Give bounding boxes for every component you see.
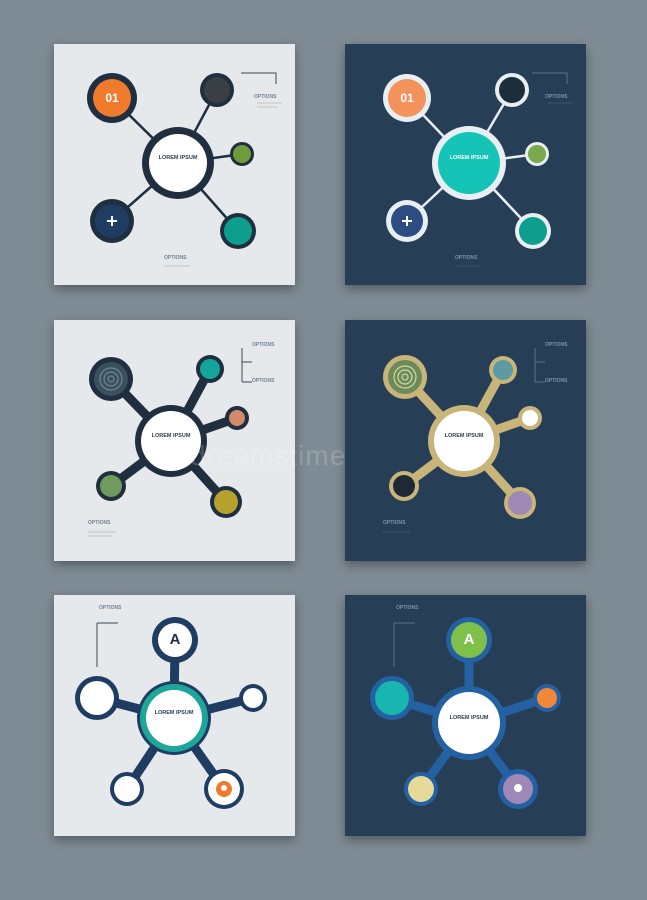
options-label-b: OPTIONS xyxy=(545,378,568,384)
diagram-panel-4: LOREM IPSUM OPTIONS OPTIONS OPTIONS xyxy=(345,320,586,561)
target-icon xyxy=(99,367,123,391)
network-diagram-4 xyxy=(383,348,545,533)
network-diagram-1 xyxy=(87,72,282,267)
options-label-top: OPTIONS xyxy=(545,94,568,100)
node-letter: A xyxy=(463,631,475,648)
center-title: LOREM IPSUM xyxy=(449,715,489,721)
options-label-top: OPTIONS xyxy=(99,605,122,611)
node-letter: A xyxy=(169,631,181,648)
options-label-bottom: OPTIONS xyxy=(455,255,478,261)
options-label-top: OPTIONS xyxy=(396,605,419,611)
node-number-label: 01 xyxy=(400,91,414,105)
options-label-a: OPTIONS xyxy=(252,342,275,348)
options-label-bottom: OPTIONS xyxy=(88,520,111,526)
network-diagram-3 xyxy=(88,348,252,537)
center-title: LOREM IPSUM xyxy=(158,155,198,161)
options-label-b: OPTIONS xyxy=(252,378,275,384)
plus-icon xyxy=(107,216,117,226)
center-title: LOREM IPSUM xyxy=(154,710,194,716)
lightbulb-icon xyxy=(514,784,522,792)
options-label-bottom: OPTIONS xyxy=(383,520,406,526)
diagram-panel-6: A LOREM IPSUM OPTIONS xyxy=(345,595,586,836)
center-title: LOREM IPSUM xyxy=(151,433,191,439)
diagram-panel-5: A LOREM IPSUM OPTIONS xyxy=(54,595,295,836)
network-diagram-6 xyxy=(370,617,561,809)
diagram-panel-3: LOREM IPSUM OPTIONS OPTIONS OPTIONS xyxy=(54,320,295,561)
center-title: LOREM IPSUM xyxy=(444,433,484,439)
node-number-label: 01 xyxy=(105,91,119,105)
options-label-top: OPTIONS xyxy=(254,94,277,100)
watermark: dreamstime xyxy=(190,440,347,471)
network-diagram-2 xyxy=(383,72,573,267)
center-title: LOREM IPSUM xyxy=(449,155,489,161)
options-label-a: OPTIONS xyxy=(545,342,568,348)
plus-icon xyxy=(402,216,412,226)
diagram-panel-2: 01 LOREM IPSUM OPTIONS OPTIONS xyxy=(345,44,586,285)
options-label-bottom: OPTIONS xyxy=(164,255,187,261)
target-icon xyxy=(393,365,417,389)
diagram-panel-1: 01 LOREM IPSUM OPTIONS OPTIONS xyxy=(54,44,295,285)
network-diagram-5 xyxy=(75,617,267,809)
